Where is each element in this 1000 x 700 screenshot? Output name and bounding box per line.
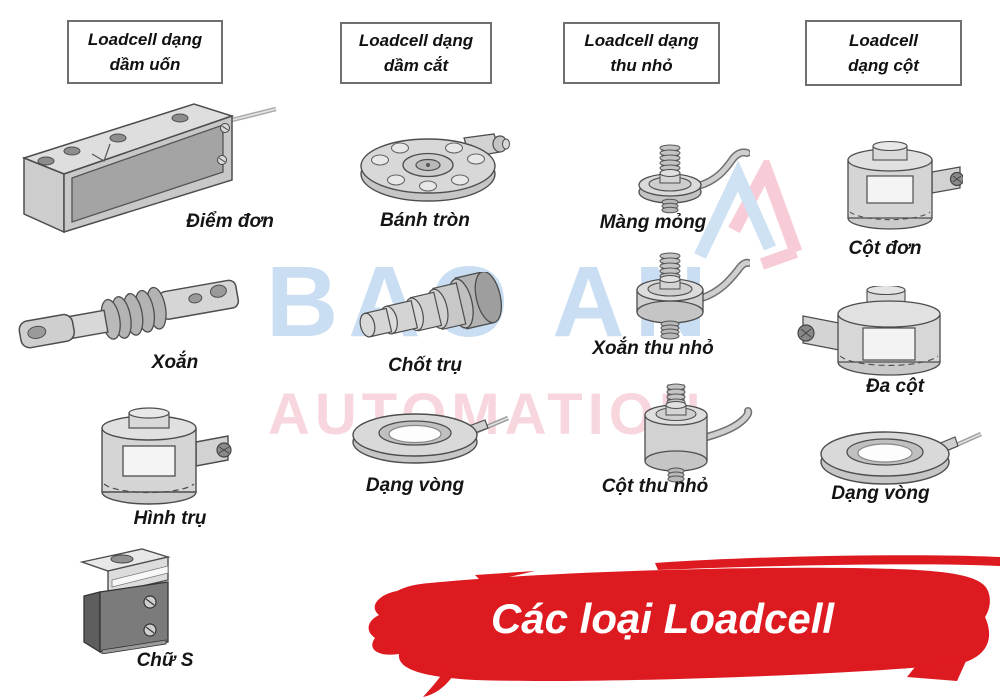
wheel-loadcell-icon (360, 133, 510, 202)
single-column-loadcell-icon (847, 140, 963, 230)
figure-hinh-tru (78, 400, 233, 508)
figure-chu-s (62, 542, 187, 654)
figure-banh-tron (348, 132, 513, 210)
brush-stroke-shape (368, 555, 1000, 697)
column-header-dam-cat: Loadcell dạng dầm cắt (340, 22, 492, 84)
torsion-loadcell-icon (18, 279, 240, 349)
label-banh-tron: Bánh tròn (380, 210, 470, 231)
s-type-loadcell-icon (79, 548, 171, 654)
label-cot-don: Cột đơn (848, 238, 922, 259)
figure-xoan (12, 258, 247, 358)
header-line: Loadcell (849, 30, 918, 50)
pin-loadcell-icon (359, 272, 503, 338)
ring-loadcell-icon (820, 431, 982, 485)
header-line: dầm uốn (109, 55, 181, 74)
header-line: Loadcell dạng (584, 30, 699, 50)
baoan-heart-logo-icon (694, 160, 802, 270)
label-cot-thu-nho: Cột thu nhỏ (601, 476, 709, 497)
figure-diem-don (8, 98, 280, 233)
figure-mang-mong (598, 140, 750, 214)
figure-chot-tru (338, 272, 510, 350)
column-header-dam-uon: Loadcell dạng dầm uốn (67, 20, 223, 84)
figure-da-cot (793, 286, 955, 382)
mini-column-loadcell-icon (644, 383, 753, 483)
label-diem-don: Điểm đơn (186, 211, 274, 232)
label-dang-vong-cot: Dạng vòng (831, 483, 930, 504)
label-xoan: Xoắn (151, 352, 199, 373)
figure-dang-vong (345, 408, 510, 470)
watermark-brand-line2: AUTOMATION (268, 382, 706, 447)
figure-cot-don (828, 134, 963, 238)
label-xoan-thu-nho: Xoắn thu nhỏ (592, 338, 714, 359)
figure-cot-thu-nho (602, 383, 754, 483)
column-header-thu-nho: Loadcell dạng thu nhỏ (563, 22, 720, 84)
header-line: thu nhỏ (610, 56, 673, 75)
header-line: Loadcell dạng (358, 30, 474, 50)
figure-xoan-thu-nho (598, 250, 750, 340)
label-da-cot: Đa cột (865, 376, 925, 397)
label-chu-s: Chữ S (136, 650, 194, 671)
title-banner: Các loại Loadcell (355, 553, 1000, 700)
header-line: dầm cắt (383, 56, 449, 75)
header-line: Loadcell dạng (87, 29, 203, 49)
banner-title: Các loại Loadcell (490, 595, 835, 642)
label-dang-vong: Dạng vòng (365, 475, 465, 496)
figure-dang-vong-cot (815, 424, 983, 492)
mini-torsion-loadcell-icon (636, 252, 750, 340)
multi-column-loadcell-icon (797, 286, 941, 376)
label-chot-tru: Chốt trụ (388, 355, 462, 376)
label-mang-mong: Màng mỏng (599, 212, 707, 233)
cylinder-loadcell-icon (101, 407, 232, 505)
label-hinh-tru: Hình trụ (133, 508, 207, 529)
beam-loadcell-icon (21, 103, 277, 233)
membrane-loadcell-icon (638, 144, 750, 214)
column-header-cot: Loadcell dạng cột (805, 20, 962, 86)
ring-loadcell-icon (352, 413, 509, 464)
header-line: dạng cột (848, 56, 919, 75)
